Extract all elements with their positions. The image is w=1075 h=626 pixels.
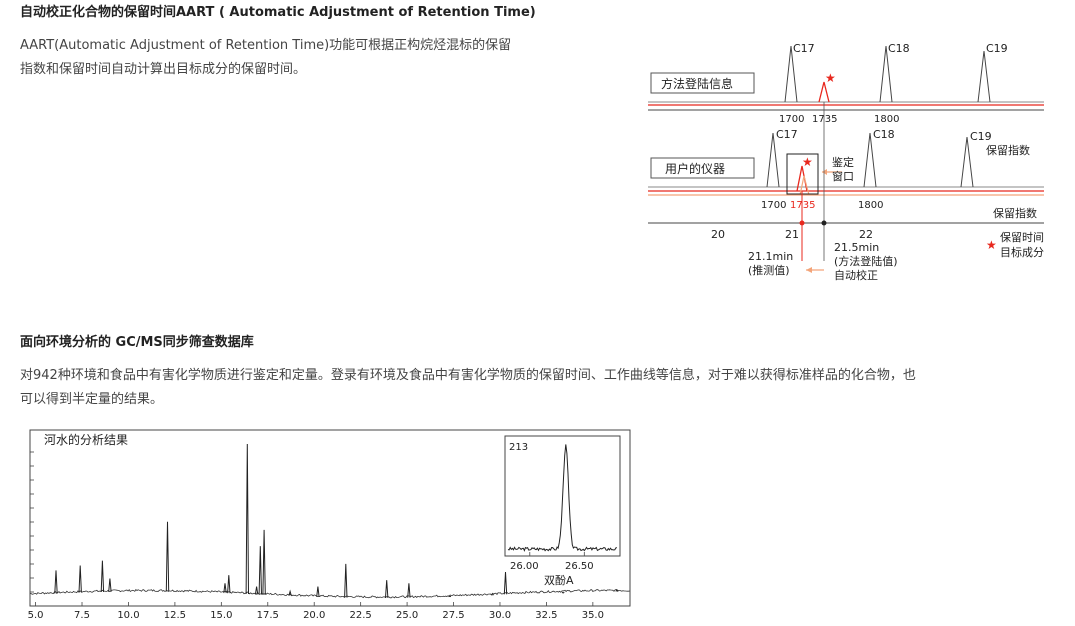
bottom-peak-c19 <box>960 136 974 188</box>
x-tick-label: 17.5 <box>257 610 279 621</box>
auto-correct-label: 自动校正 <box>834 268 878 282</box>
bottom-ri-1735: 1735 <box>790 200 815 211</box>
section-title-aart: 自动校正化合物的保留时间AART ( Automatic Adjustment … <box>20 5 536 20</box>
time-tick-22: 22 <box>859 228 873 241</box>
top-peak-c17 <box>784 45 798 103</box>
bottom-label-c18: C18 <box>873 128 895 141</box>
chromatogram-peak <box>288 589 292 596</box>
aart-diagram: 方法登陆信息 ★ C17 C18 C19 1700 1735 1800 用户的仪… <box>648 42 1044 282</box>
chromatogram-peak <box>316 586 320 597</box>
method-info-label: 方法登陆信息 <box>661 76 733 91</box>
chromatogram-baseline <box>29 588 630 599</box>
inset-caption-bisphenol-a: 双酚A <box>544 573 574 587</box>
window-label-1: 鉴定 <box>832 155 854 169</box>
chromatogram-peak <box>223 583 227 594</box>
bottom-label-c19: C19 <box>970 130 992 143</box>
inset-ion-label: 213 <box>509 442 528 453</box>
top-label-c18: C18 <box>888 42 910 55</box>
chromatogram-peak <box>385 580 389 598</box>
chromatogram-peak <box>258 546 262 595</box>
x-tick-label: 5.0 <box>28 610 44 621</box>
inset-tick-26-00: 26.00 <box>510 561 539 572</box>
top-ri-1700: 1700 <box>779 114 804 125</box>
legend-target-compound: 目标成分 <box>1000 245 1044 259</box>
chromatogram-peak <box>227 575 231 594</box>
time-tick-20: 20 <box>711 228 725 241</box>
chromatogram-peak <box>54 570 58 594</box>
gcms-description-line-2: 可以得到半定量的结果。 <box>20 392 164 407</box>
gcms-description-line-1: 对942种环境和食品中有害化学物质进行鉴定和定量。登录有环境及食品中有害化学物质… <box>20 368 916 383</box>
x-tick-label: 32.5 <box>535 610 557 621</box>
chromatogram-peak <box>108 578 112 592</box>
aart-description-line-1: AART(Automatic Adjustment of Retention T… <box>20 38 512 53</box>
method-info-box <box>650 72 755 94</box>
chromatogram-peak <box>78 565 82 593</box>
legend-retention-time: 保留时间 <box>1000 230 1044 244</box>
x-tick-label: 35.0 <box>582 610 604 621</box>
x-tick-label: 15.0 <box>210 610 232 621</box>
chromatogram-title: 河水的分析结果 <box>44 432 128 447</box>
chromatogram-peak <box>100 560 105 593</box>
x-tick-label: 22.5 <box>350 610 372 621</box>
top-peak-c18 <box>879 45 893 103</box>
x-tick-label: 30.0 <box>489 610 511 621</box>
inset-peak-trace <box>507 444 618 552</box>
chromatogram-peak <box>254 586 259 595</box>
x-tick-label: 10.0 <box>117 610 139 621</box>
chromatogram-peak <box>615 588 619 592</box>
ri-axis-label: 保留指数 <box>993 206 1037 220</box>
top-peak-target <box>818 81 830 103</box>
star-icon-bottom: ★ <box>802 155 813 169</box>
bottom-peak-c17 <box>766 132 780 188</box>
method-time-dot <box>821 220 827 226</box>
chromatogram-peak <box>165 521 170 592</box>
chromatogram-peak <box>561 591 565 594</box>
top-peak-c19 <box>977 50 991 103</box>
top-ri-1800: 1800 <box>874 114 899 125</box>
predicted-time-dot <box>799 220 805 226</box>
top-label-c17: C17 <box>793 42 815 55</box>
predicted-time-value: 21.1min <box>748 250 793 263</box>
window-label-2: 窗口 <box>832 169 854 183</box>
chromatogram-peak <box>245 443 249 595</box>
top-label-c19: C19 <box>986 42 1008 55</box>
x-tick-label: 20.0 <box>303 610 325 621</box>
chromatogram-peak <box>503 571 508 595</box>
aart-description-line-2: 指数和保留时间自动计算出目标成分的保留时间。 <box>20 62 307 77</box>
section-title-gcms: 面向环境分析的 GC/MS同步筛查数据库 <box>20 335 254 350</box>
bottom-ri-1700: 1700 <box>761 200 786 211</box>
x-tick-label: 7.5 <box>74 610 90 621</box>
river-water-chromatogram: 5.0 7.5 10.0 12.5 15.0 17.5 20.0 22.5 25.0 27.5 30… <box>28 429 631 621</box>
star-icon-top: ★ <box>825 71 836 85</box>
bottom-label-c17: C17 <box>776 128 798 141</box>
legend-star-icon: ★ <box>986 238 997 252</box>
x-tick-label: 12.5 <box>164 610 186 621</box>
x-tick-label: 25.0 <box>396 610 418 621</box>
chromatogram-peak <box>344 563 348 598</box>
bottom-peak-target-shadow <box>799 175 810 196</box>
method-time-note: (方法登陆值) <box>834 254 898 268</box>
user-instrument-box <box>650 157 755 179</box>
x-tick-label: 27.5 <box>442 610 464 621</box>
inset-tick-26-50: 26.50 <box>565 561 594 572</box>
bottom-ri-1800: 1800 <box>858 200 883 211</box>
bottom-peak-c18 <box>863 132 877 188</box>
time-tick-21: 21 <box>785 228 799 241</box>
chromatogram-peak <box>407 583 411 598</box>
method-time-value: 21.5min <box>834 241 879 254</box>
ri-label-right: 保留指数 <box>986 143 1030 157</box>
predicted-time-note: (推测值) <box>748 263 790 277</box>
chromatogram-peak <box>262 529 266 595</box>
top-ri-1735: 1735 <box>812 114 837 125</box>
user-instrument-label: 用户的仪器 <box>665 161 725 176</box>
